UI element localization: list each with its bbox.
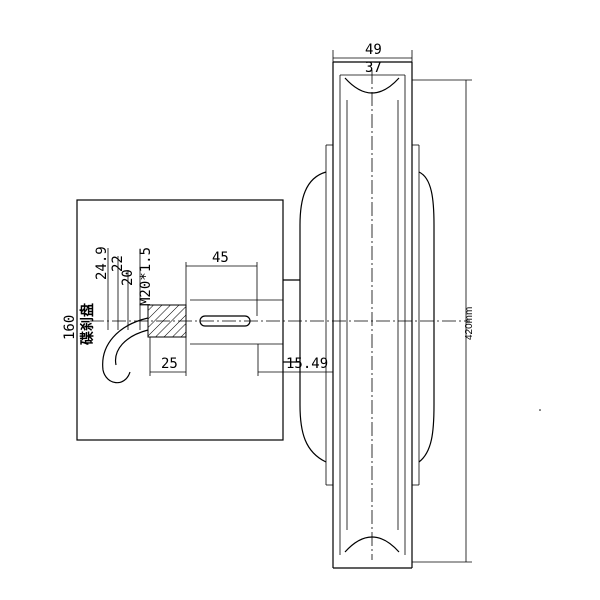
dim-15-49: 15.49: [286, 356, 328, 372]
dim-hub-width-value: 160: [62, 315, 78, 340]
wheel-rim: [299, 61, 435, 569]
dim-shaft-length: 45: [185, 250, 258, 316]
dim-rim-inner-width: 37: [365, 60, 382, 76]
dim-45: 45: [212, 250, 229, 266]
dim-wheel-diameter: 420mm: [464, 307, 475, 340]
dim-rim-outer-width: 49: [365, 42, 382, 58]
dim-25: 25: [161, 356, 178, 372]
dim-20: 20: [120, 269, 136, 286]
dim-25-group: 25: [149, 337, 187, 376]
dim-22: 22: [110, 255, 126, 272]
brake-disc-section: [102, 304, 187, 384]
dim-hub-width: 160 碟刹盘: [62, 303, 96, 345]
dim-offset: 15.49: [257, 344, 333, 376]
hub-body: [76, 199, 470, 441]
brake-disc-label: 碟刹盘: [79, 303, 96, 345]
dim-24-9: 24.9: [94, 246, 110, 280]
dim-top: 49 37: [332, 42, 413, 76]
dim-shaft-diameters: 24.9 22 20 M20*1.5: [94, 246, 154, 330]
dim-diameter: 420mm: [412, 79, 475, 563]
dim-thread: M20*1.5: [138, 247, 154, 306]
